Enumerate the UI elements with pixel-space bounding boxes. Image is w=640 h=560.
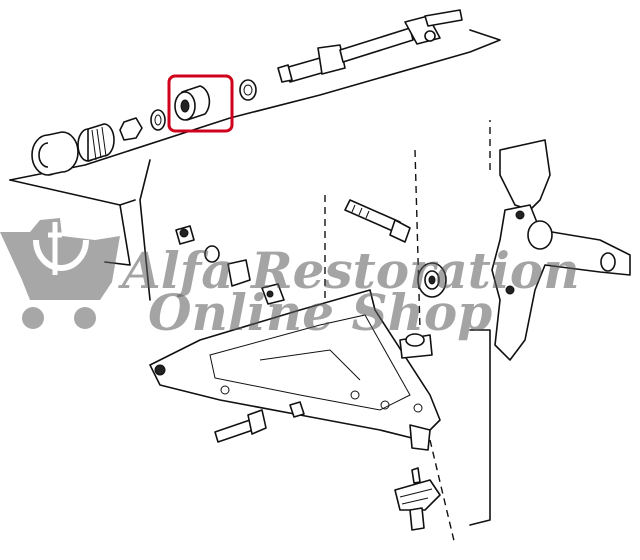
watermark-line-2: Online Shop <box>148 283 492 342</box>
steering-knuckle <box>491 139 631 361</box>
watermark: Alfa Restoration Online Shop <box>0 218 580 342</box>
ball-joint-bushing <box>417 262 447 298</box>
lower-ball-joint <box>394 467 441 531</box>
section-guide-lines <box>9 29 501 546</box>
pivot-pin <box>214 401 305 443</box>
steering-rod <box>277 9 463 83</box>
alfa-romeo-cart-logo-icon <box>0 218 120 329</box>
long-bolt <box>344 199 411 243</box>
watermark-line-1: Alfa Restoration <box>118 241 580 300</box>
small-hardware <box>175 225 285 305</box>
control-arm <box>149 289 441 451</box>
exploded-parts-row <box>31 79 257 176</box>
highlight-box <box>167 74 234 133</box>
